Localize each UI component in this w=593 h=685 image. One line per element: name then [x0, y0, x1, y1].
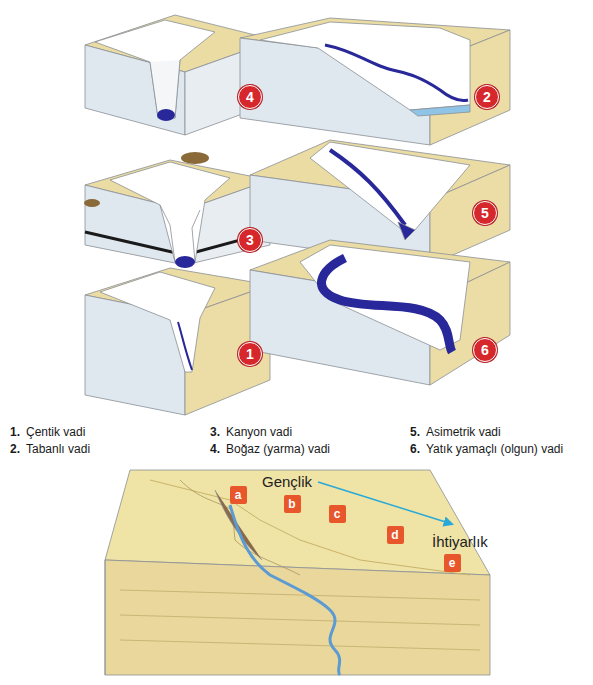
valley-name: Boğaz (yarma) vadi [226, 442, 330, 456]
list-number: 5. [410, 425, 420, 439]
callout-number: 6 [473, 338, 497, 362]
callout-number: 3 [238, 228, 262, 252]
list-number: 1. [10, 425, 20, 439]
stage-marker: a [230, 486, 247, 504]
callout-number: 4 [238, 85, 262, 109]
stage-marker: d [387, 526, 404, 544]
valley-name: Tabanlı vadi [26, 442, 90, 456]
list-number: 2. [10, 442, 20, 456]
callout-text: 4 [246, 90, 254, 104]
list-number: 3. [210, 425, 220, 439]
list-number: 6. [410, 442, 420, 456]
callout-text: e [449, 557, 456, 569]
callout-text: d [391, 529, 398, 541]
valley-name: Çentik vadi [26, 425, 85, 439]
valley-name: Yatık yamaçlı (olgun) vadi [426, 442, 563, 456]
callout-text: 6 [481, 343, 489, 357]
callout-text: b [288, 498, 295, 510]
callout-text: a [235, 489, 242, 501]
valley-name: Kanyon vadi [226, 425, 292, 439]
callout-text: 3 [246, 233, 254, 247]
callout-text: c [334, 508, 341, 520]
stage-label: Gençlik [262, 473, 312, 491]
callout-text: 2 [483, 90, 491, 104]
callout-number: 2 [475, 85, 499, 109]
stage-marker: e [444, 554, 461, 572]
callout-text: 1 [246, 347, 254, 361]
valley-name: Asimetrik vadi [426, 425, 501, 439]
callout-text: 5 [481, 206, 489, 220]
stage-marker: b [284, 495, 301, 513]
stage-label: İhtiyarlık [432, 533, 488, 551]
callout-number: 5 [473, 201, 497, 225]
callout-number: 1 [238, 342, 262, 366]
stage-marker: c [329, 505, 346, 523]
list-number: 4. [210, 442, 220, 456]
